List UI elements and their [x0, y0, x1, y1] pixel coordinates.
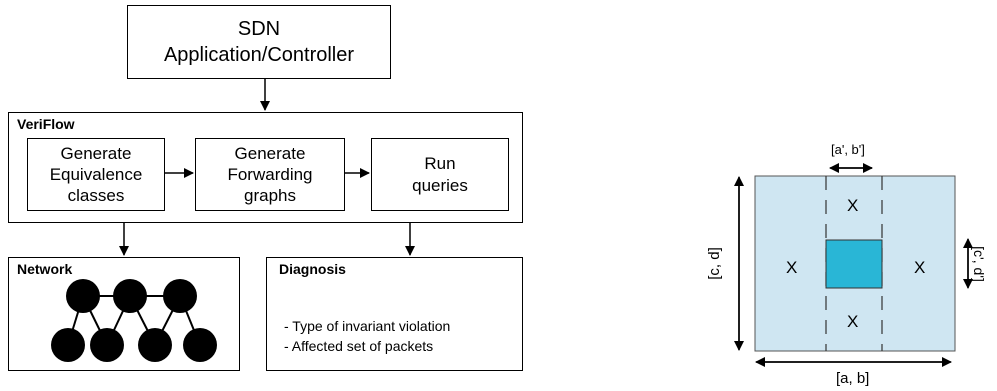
application-controller-label: Application/Controller: [163, 44, 355, 66]
diagnosis-item-affected-packets: - Affected set of packets: [284, 338, 434, 354]
sdn-controller-box: SDN Application/Controller: [127, 5, 391, 79]
left-range-label: [c, d]: [705, 247, 723, 280]
cell-mark-right: X: [914, 258, 926, 277]
network-node: [163, 279, 197, 313]
generate-equivalence-classes-label: Generate Equivalence classes: [49, 144, 143, 205]
equivalence-class-figure: [734, 163, 973, 367]
highlighted-rule-region: [825, 239, 883, 289]
veriflow-title: VeriFlow: [17, 116, 75, 132]
network-node: [51, 328, 85, 362]
cell-mark-top: X: [847, 196, 859, 215]
network-node: [138, 328, 172, 362]
diagnosis-list: - Type of invariant violation - Affected…: [284, 316, 450, 356]
network-title: Network: [17, 261, 73, 277]
network-node: [183, 328, 217, 362]
network-nodes: [51, 279, 217, 362]
run-queries-box: Run queries: [371, 138, 509, 211]
network-node: [90, 328, 124, 362]
cell-mark-bottom: X: [847, 312, 859, 331]
network-node: [113, 279, 147, 313]
diagnosis-box: Diagnosis: [266, 257, 523, 371]
diagnosis-title: Diagnosis: [279, 261, 346, 277]
right-range-label: [c', d']: [970, 246, 987, 282]
diagnosis-item-invariant-violation: - Type of invariant violation: [284, 318, 451, 334]
bottom-range-label: [a, b]: [836, 370, 870, 387]
generate-equivalence-classes-box: Generate Equivalence classes: [27, 138, 165, 211]
generate-forwarding-graphs-box: Generate Forwarding graphs: [195, 138, 345, 211]
network-node: [66, 279, 100, 313]
generate-forwarding-graphs-label: Generate Forwarding graphs: [227, 144, 313, 205]
run-queries-label: Run queries: [412, 153, 468, 195]
sdn-label: SDN: [237, 18, 281, 40]
cell-mark-left: X: [786, 258, 798, 277]
top-range-label: [a', b']: [831, 142, 865, 157]
